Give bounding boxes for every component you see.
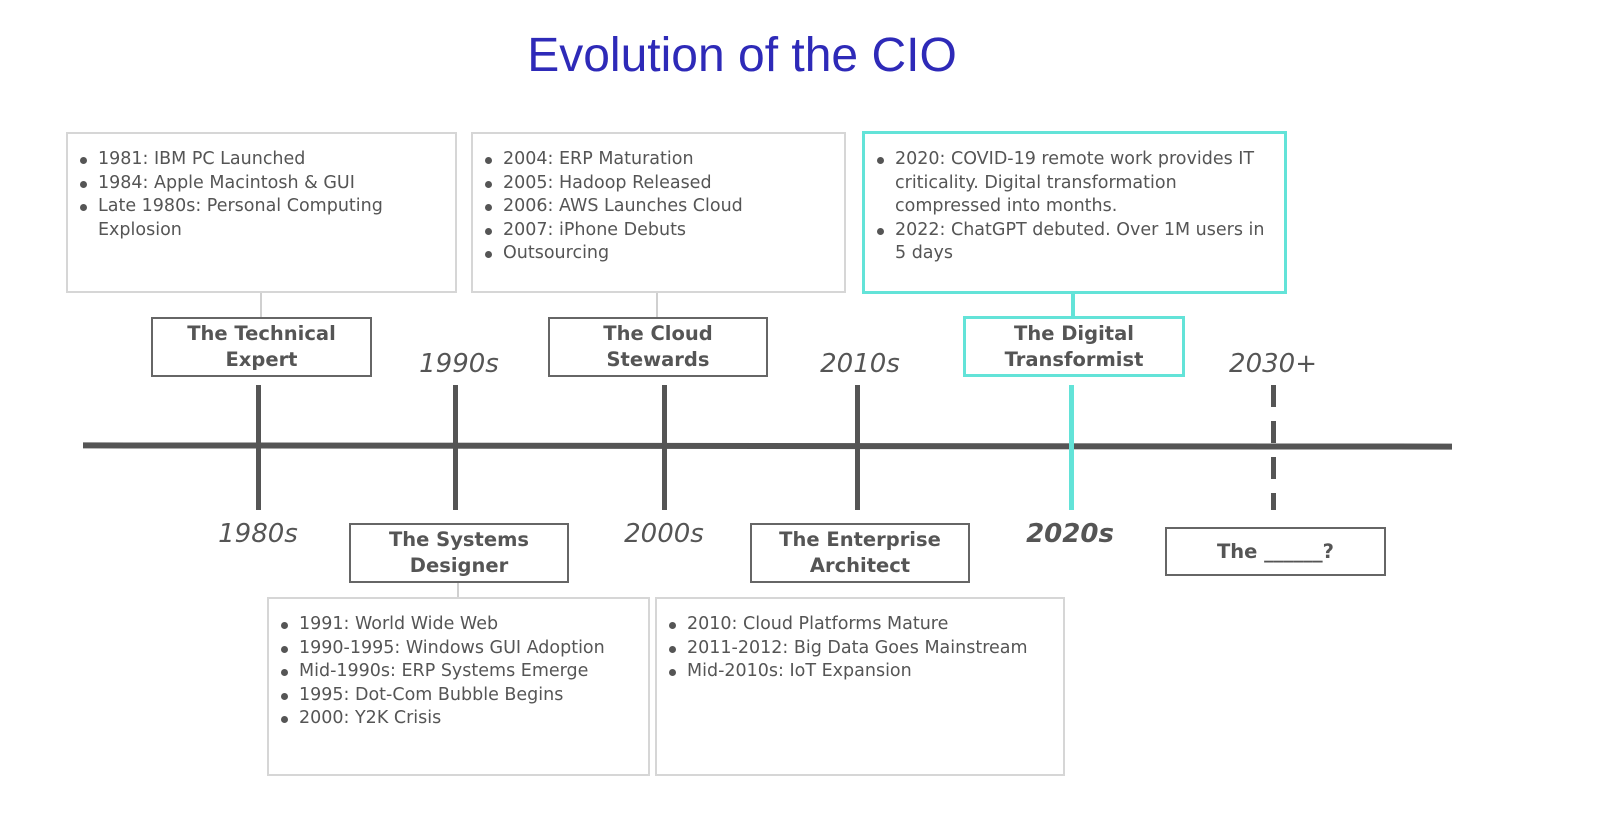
year-2010s: 2010s [820,349,900,379]
page-title: Evolution of the CIO [527,29,957,82]
event-item: 1995: Dot-Com Bubble Begins [279,684,638,708]
tick-2020s [1069,385,1074,510]
year-1990s: 1990s [419,349,499,379]
connector-1990s [457,582,459,597]
event-item: 2000: Y2K Crisis [279,707,638,731]
events-1990s: 1991: World Wide Web 1990-1995: Windows … [267,597,650,776]
event-item: 2004: ERP Maturation [483,148,834,172]
connector-2020s [1071,293,1075,316]
event-item: 2011-2012: Big Data Goes Mainstream [667,637,1053,661]
event-item: 2007: iPhone Debuts [483,219,834,243]
role-enterprise-architect: The Enterprise Architect [750,523,970,583]
event-item: 2020: COVID-19 remote work provides IT c… [875,148,1274,219]
connector-1980s [260,292,262,317]
event-item: 2005: Hadoop Released [483,172,834,196]
year-2000s: 2000s [624,519,704,549]
role-future-unknown: The ______? [1165,527,1386,576]
tick-2010s [855,385,860,510]
events-2010s: 2010: Cloud Platforms Mature 2011-2012: … [655,597,1065,776]
role-technical-expert: The Technical Expert [151,317,372,377]
tick-1990s [453,385,458,510]
event-item: 2006: AWS Launches Cloud [483,195,834,219]
tick-1980s [256,385,261,510]
event-item: Late 1980s: Personal Computing Explosion [78,195,445,242]
year-2030: 2030+ [1229,349,1317,379]
event-item: Outsourcing [483,242,834,266]
role-digital-transformist: The Digital Transformist [963,316,1185,377]
timeline-axis [82,442,1453,450]
events-1980s: 1981: IBM PC Launched 1984: Apple Macint… [66,132,457,293]
event-item: 1984: Apple Macintosh & GUI [78,172,445,196]
events-2000s: 2004: ERP Maturation 2005: Hadoop Releas… [471,132,846,293]
events-2020s: 2020: COVID-19 remote work provides IT c… [862,131,1287,294]
role-cloud-stewards: The Cloud Stewards [548,317,768,377]
event-item: 2010: Cloud Platforms Mature [667,613,1053,637]
role-systems-designer: The Systems Designer [349,523,569,583]
event-item: 2022: ChatGPT debuted. Over 1M users in … [875,219,1274,266]
event-item: 1990-1995: Windows GUI Adoption [279,637,638,661]
event-item: 1991: World Wide Web [279,613,638,637]
year-1980s: 1980s [218,519,298,549]
connector-2000s [656,292,658,317]
event-item: Mid-2010s: IoT Expansion [667,660,1053,684]
tick-2000s [662,385,667,510]
tick-2030-dashed [1271,385,1276,510]
event-item: 1981: IBM PC Launched [78,148,445,172]
event-item: Mid-1990s: ERP Systems Emerge [279,660,638,684]
year-2020s: 2020s [1026,519,1114,549]
